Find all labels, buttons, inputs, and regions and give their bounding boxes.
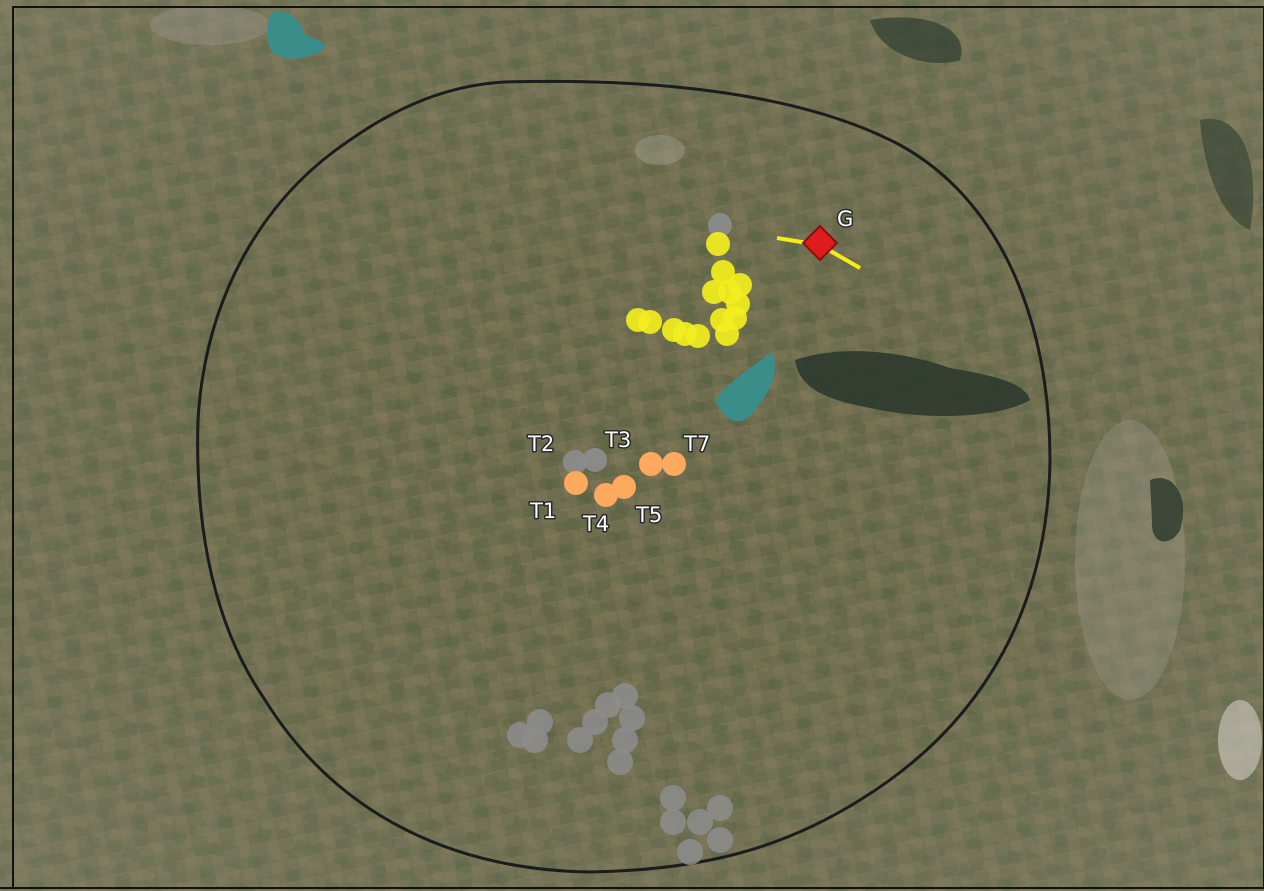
turbine-marker[interactable] — [707, 795, 733, 821]
reservoir — [715, 352, 775, 422]
turbine-label-t1: T1 — [529, 499, 556, 523]
turbine-marker[interactable] — [711, 260, 735, 284]
site-label-g: G — [837, 207, 853, 231]
turbine-marker[interactable] — [522, 727, 548, 753]
turbine-label-t3: T3 — [604, 428, 631, 452]
yellow-turbine-group — [626, 232, 752, 348]
turbine-marker[interactable] — [677, 839, 703, 865]
turbine-t3[interactable] — [639, 452, 663, 476]
turbine-t4[interactable] — [594, 483, 618, 507]
turbine-marker[interactable] — [567, 727, 593, 753]
turbine-marker[interactable] — [708, 213, 732, 237]
turbine-marker[interactable] — [660, 809, 686, 835]
turbine-marker[interactable] — [583, 448, 607, 472]
turbine-marker[interactable] — [686, 324, 710, 348]
lake — [267, 11, 325, 59]
turbine-label-t5: T5 — [635, 503, 662, 527]
diamond-marker-icon — [801, 224, 839, 262]
turbine-marker[interactable] — [619, 705, 645, 731]
turbine-marker[interactable] — [563, 450, 587, 474]
turbine-marker[interactable] — [612, 727, 638, 753]
orange-turbine-group — [564, 452, 686, 507]
grey-turbine-group — [507, 683, 733, 865]
turbine-marker[interactable] — [707, 827, 733, 853]
turbine-t5[interactable] — [612, 475, 636, 499]
turbine-t7[interactable] — [662, 452, 686, 476]
turbine-marker[interactable] — [706, 232, 730, 256]
forest-area — [795, 351, 1030, 416]
turbine-marker[interactable] — [715, 322, 739, 346]
study-area-boundary — [196, 79, 1052, 874]
turbine-marker[interactable] — [660, 785, 686, 811]
grey-turbine-subgroup — [563, 213, 732, 474]
site-marker-g[interactable] — [776, 224, 861, 270]
turbine-marker[interactable] — [612, 683, 638, 709]
turbine-label-t4: T4 — [582, 512, 609, 536]
turbine-marker[interactable] — [607, 749, 633, 775]
turbine-marker[interactable] — [638, 310, 662, 334]
turbine-label-t7: T7 — [683, 432, 710, 456]
turbine-label-t2: T2 — [527, 432, 554, 456]
turbine-marker[interactable] — [687, 809, 713, 835]
turbine-t1[interactable] — [564, 471, 588, 495]
